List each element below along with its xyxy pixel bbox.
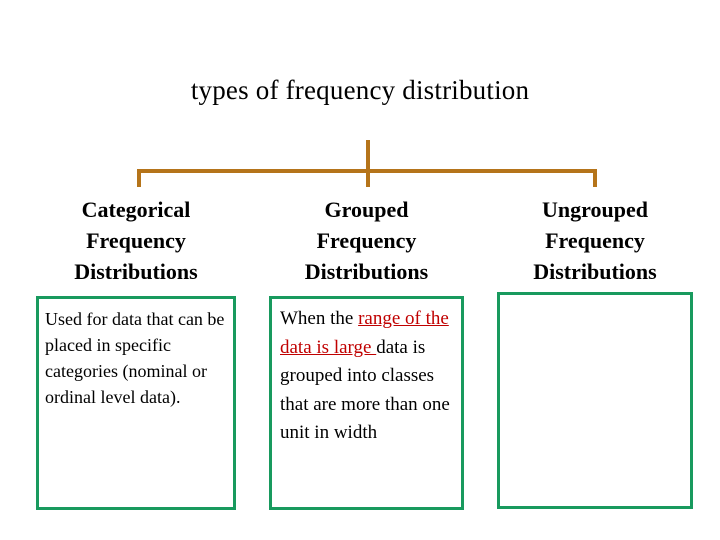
heading-line: Distributions [74, 259, 198, 284]
content-box-text: When the range of the data is large data… [280, 305, 457, 448]
heading-line: Distributions [304, 259, 429, 284]
heading-line: Categorical [81, 197, 191, 222]
heading-line: Frequency [316, 228, 417, 253]
heading-line: Frequency [86, 228, 186, 253]
column-heading-categorical: Categorical Frequency Distributions [36, 194, 236, 287]
heading-line: Distributions [533, 259, 657, 284]
heading-line: Grouped [324, 197, 409, 222]
content-box-text: Used for data that can be placed in spec… [45, 306, 229, 410]
connector-branch-right [593, 169, 597, 187]
emphasized-text: range of the data is large [280, 308, 449, 358]
content-box-grouped: When the range of the data is large data… [269, 296, 464, 510]
connector-horizontal-bar [137, 169, 597, 173]
column-heading-grouped: Grouped Frequency Distributions [269, 194, 464, 287]
body-text: When the [280, 308, 359, 329]
content-box-ungrouped [497, 292, 693, 509]
connector-branch-left [137, 169, 141, 187]
connector-stem-top [366, 140, 370, 173]
heading-line: Ungrouped [542, 197, 648, 222]
heading-line: Frequency [545, 228, 645, 253]
page-title: types of frequency distribution [190, 75, 530, 105]
content-box-categorical: Used for data that can be placed in spec… [36, 296, 236, 510]
column-heading-ungrouped: Ungrouped Frequency Distributions [497, 194, 693, 287]
connector-branch-center [366, 169, 370, 187]
body-text: data is grouped into classes that are mo… [280, 336, 450, 444]
body-text: Used for data that can be placed in spec… [45, 309, 225, 407]
